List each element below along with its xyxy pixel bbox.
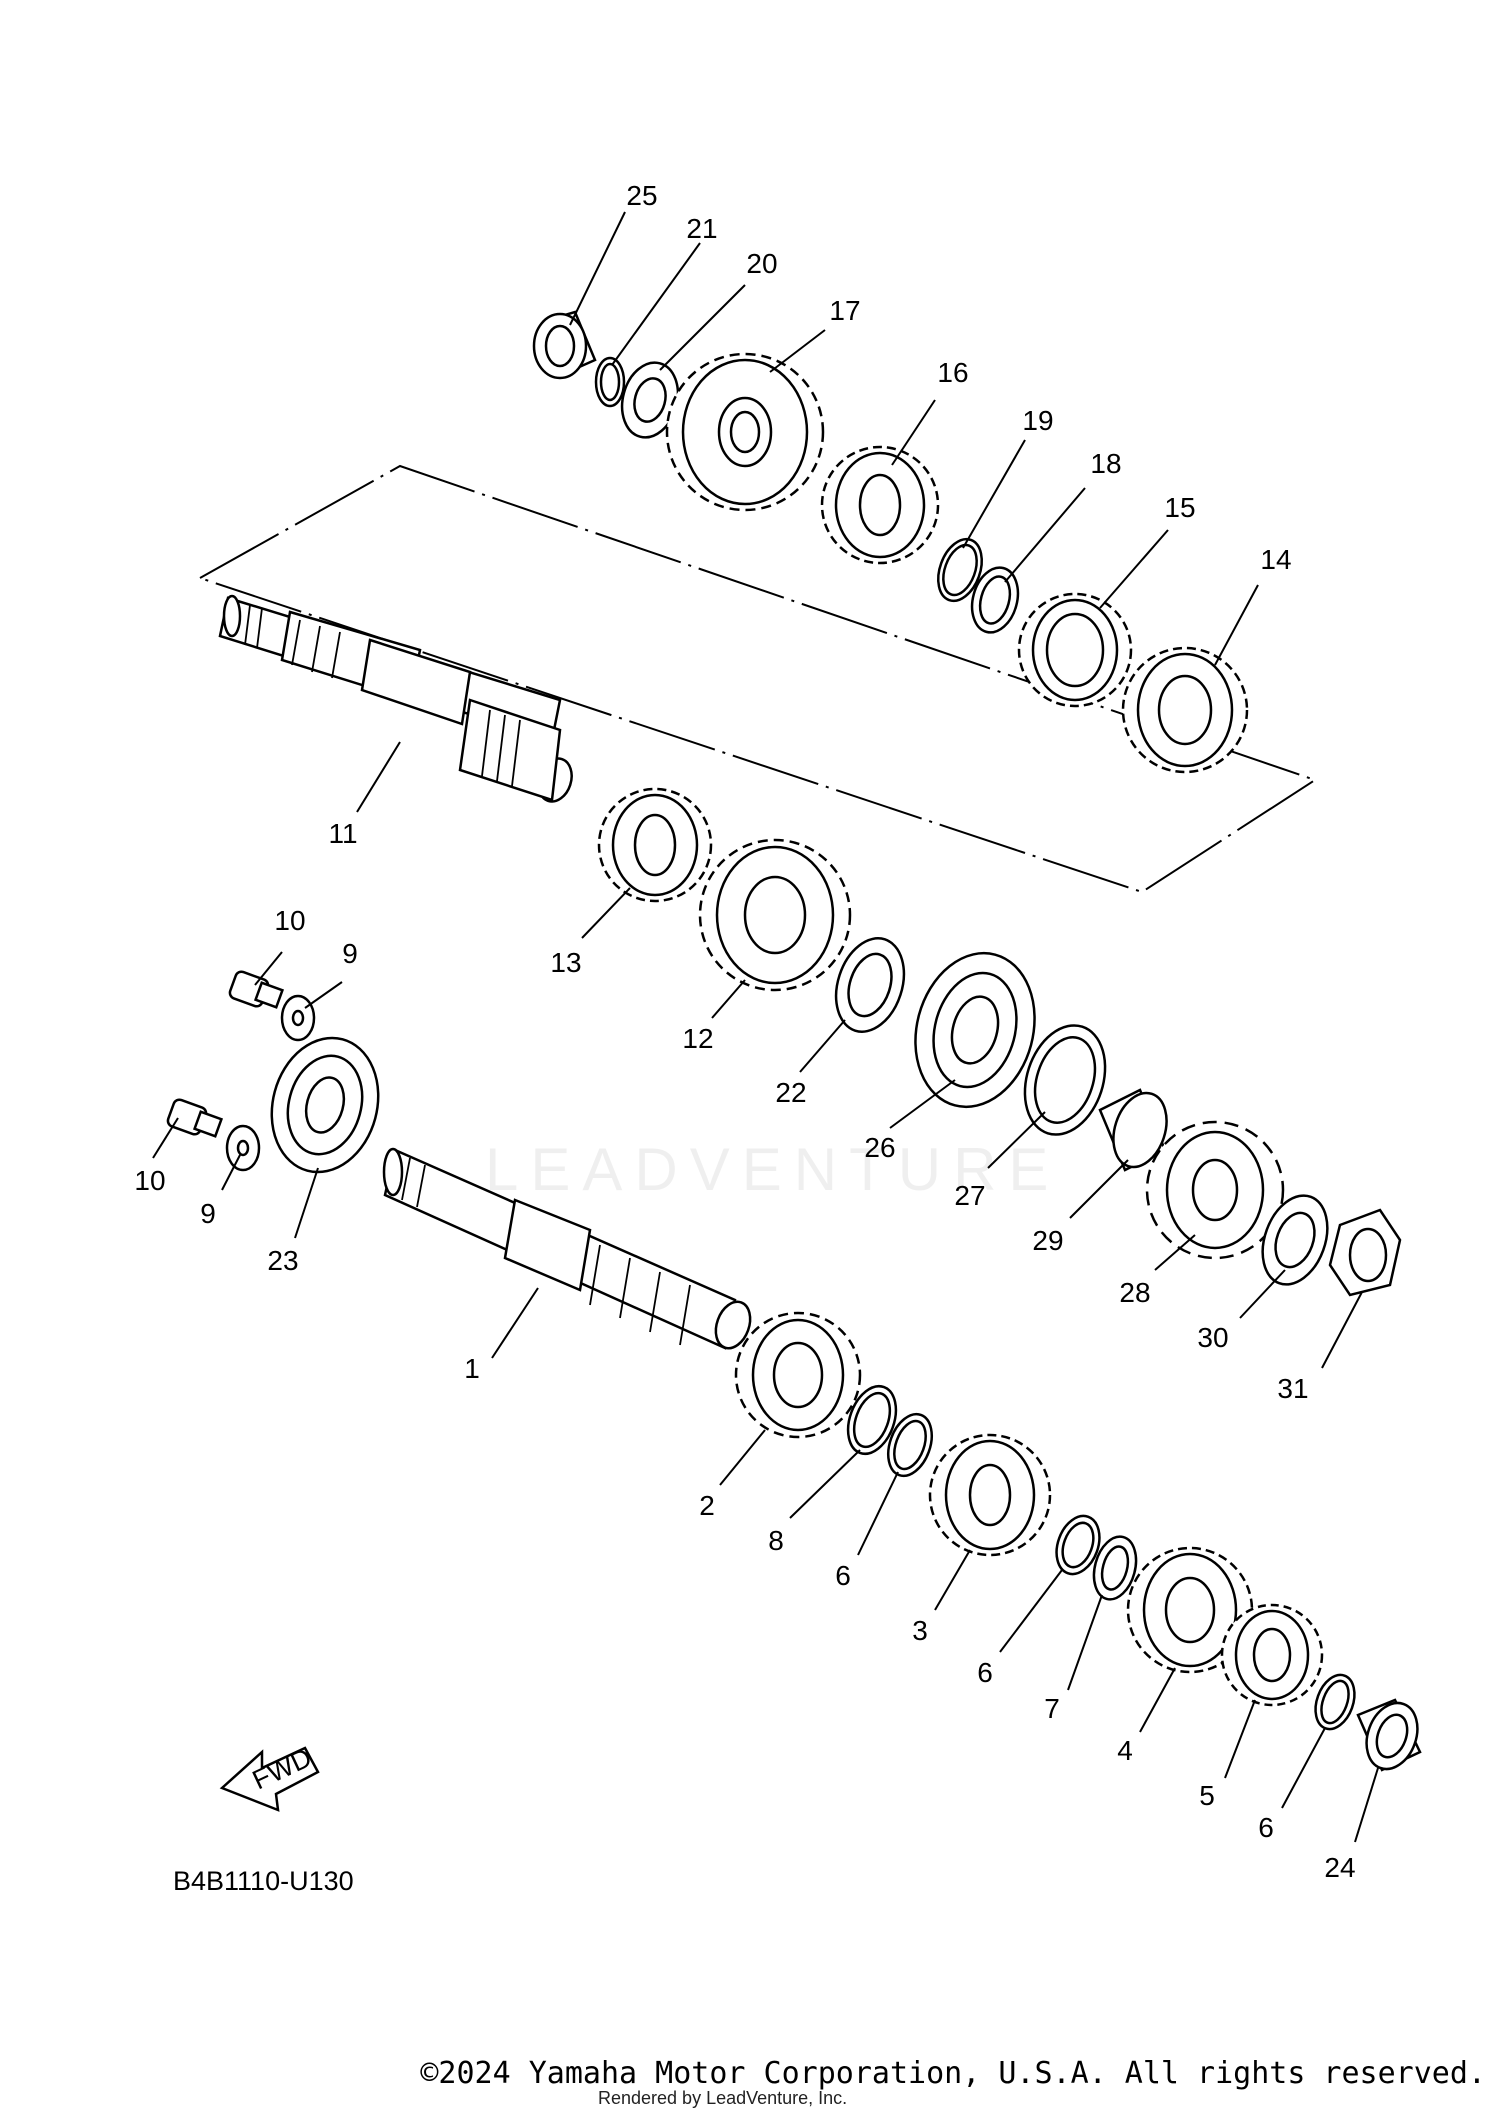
washer-22[interactable]	[825, 929, 916, 1040]
callout-19: 19	[1022, 405, 1053, 436]
watermark: LEADVENTURE	[485, 1136, 1061, 1203]
callout-25: 25	[626, 180, 657, 211]
washer-18[interactable]	[965, 562, 1025, 637]
callout-18: 18	[1090, 448, 1121, 479]
gear-17[interactable]	[665, 352, 825, 512]
gear-16[interactable]	[820, 445, 940, 565]
circlip-8[interactable]	[839, 1380, 904, 1461]
callout-5: 5	[1199, 1780, 1215, 1811]
callout-3: 3	[912, 1615, 928, 1646]
callout-31: 31	[1277, 1373, 1308, 1404]
bearing-26[interactable]	[899, 940, 1051, 1121]
callout-28: 28	[1119, 1277, 1150, 1308]
callout-23: 23	[267, 1245, 298, 1276]
callout-12: 12	[682, 1023, 713, 1054]
nut-31[interactable]	[1328, 1208, 1402, 1297]
leader-lines	[152, 211, 1379, 1843]
washer-9-lower[interactable]	[225, 1124, 261, 1172]
circlip-6-b[interactable]	[1049, 1510, 1107, 1580]
washer-7[interactable]	[1087, 1532, 1142, 1604]
gear-3[interactable]	[928, 1433, 1052, 1557]
callout-16: 16	[937, 357, 968, 388]
bearing-25[interactable]	[532, 310, 597, 380]
washer-20[interactable]	[614, 356, 686, 443]
drive-axle[interactable]	[382, 1147, 756, 1353]
callout-6-a: 6	[835, 1560, 851, 1591]
callout-4: 4	[1117, 1735, 1133, 1766]
sprocket-28[interactable]	[1145, 1120, 1285, 1260]
callout-14: 14	[1260, 544, 1291, 575]
gear-2[interactable]	[734, 1311, 862, 1439]
callout-11: 11	[328, 818, 357, 849]
callout-6-c: 6	[1258, 1812, 1274, 1843]
callout-29: 29	[1032, 1225, 1063, 1256]
fwd-arrow-icon: FWD	[219, 1742, 320, 1812]
circlip-19[interactable]	[930, 533, 989, 607]
rendered-by-notice: Rendered by LeadVenture, Inc.	[598, 2088, 848, 2108]
gear-15[interactable]	[1017, 592, 1133, 708]
bearing-24[interactable]	[1356, 1696, 1426, 1776]
gear-13[interactable]	[597, 787, 713, 903]
callout-27: 27	[954, 1180, 985, 1211]
callout-7: 7	[1044, 1693, 1060, 1724]
callout-15: 15	[1164, 492, 1195, 523]
callout-6-b: 6	[977, 1657, 993, 1688]
callout-17: 17	[829, 295, 860, 326]
callout-10-upper: 10	[274, 905, 305, 936]
collar-29[interactable]	[1098, 1086, 1176, 1174]
callout-9-upper: 9	[342, 938, 358, 969]
callout-20: 20	[746, 248, 777, 279]
callout-30: 30	[1197, 1322, 1228, 1353]
gear-5[interactable]	[1220, 1603, 1324, 1707]
circlip-6-c[interactable]	[1309, 1670, 1362, 1735]
main-axle[interactable]	[218, 594, 577, 806]
callout-26: 26	[864, 1132, 895, 1163]
callout-10-lower: 10	[134, 1165, 165, 1196]
oil-seal-27[interactable]	[1012, 1015, 1119, 1145]
bolt-10-lower[interactable]	[166, 1098, 224, 1138]
callout-1: 1	[464, 1353, 480, 1384]
assembly-outline	[197, 464, 1318, 894]
lock-washer-30[interactable]	[1251, 1187, 1339, 1294]
gear-12[interactable]	[698, 838, 852, 992]
callout-9-lower: 9	[200, 1198, 216, 1229]
callout-8: 8	[768, 1525, 784, 1556]
bolt-10-upper[interactable]	[228, 970, 285, 1009]
callout-13: 13	[550, 947, 581, 978]
callout-21: 21	[686, 213, 717, 244]
bearing-23[interactable]	[257, 1026, 393, 1184]
gear-14[interactable]	[1121, 646, 1249, 774]
callout-24: 24	[1324, 1852, 1355, 1883]
callout-2: 2	[699, 1490, 715, 1521]
copyright-notice: ©2024 Yamaha Motor Corporation, U.S.A. A…	[420, 2056, 1486, 2091]
washer-9-upper[interactable]	[280, 994, 316, 1042]
callout-labels: 25 21 20 17 16 19 18 15 14 11 13 12 22 2…	[134, 180, 1355, 1883]
circlip-21[interactable]	[594, 356, 626, 408]
callout-22: 22	[775, 1077, 806, 1108]
circlip-6-a[interactable]	[880, 1408, 939, 1482]
part-code: B4B1110-U130	[173, 1866, 354, 1896]
